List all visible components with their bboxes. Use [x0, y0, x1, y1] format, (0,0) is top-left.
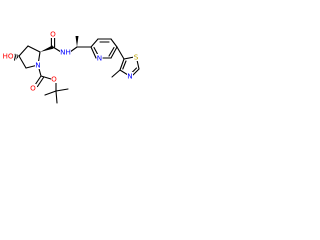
bond-carbonyl-nh — [52, 46, 62, 53]
bond-th-s-c2 — [136, 59, 140, 70]
atom-label-amide-oxygen: O — [50, 30, 56, 39]
bond-c3-c4 — [18, 55, 27, 69]
atom-label-hydroxyl: HO — [2, 52, 13, 61]
bond-th-n-c4 — [119, 69, 129, 76]
bond-py-c4-c5 — [110, 38, 118, 48]
bond-carbamate-ester-o — [40, 75, 52, 80]
bond-th-c4-c5 — [119, 58, 125, 71]
bond-cq-me3 — [55, 88, 69, 92]
stereo-wedge-c1-carbonyl — [40, 45, 54, 52]
bond-cq-me1 — [55, 90, 58, 104]
bond-nh-ch — [69, 46, 78, 53]
bond-py-c5-c6 — [110, 46, 118, 59]
molecule-diagram: HO O NH N N O O S N — [2, 30, 140, 104]
bond-th-methyl — [111, 69, 121, 78]
atom-label-thiazole-sulfur: S — [134, 53, 139, 62]
atom-label-amide-nitrogen: NH — [60, 48, 71, 57]
bond-cq-me2 — [44, 90, 57, 96]
bond-layer — [12, 36, 140, 104]
bond-th-c5-s — [123, 56, 135, 60]
bond-th-c2-n — [132, 68, 140, 76]
bond-py-n-c2-inner — [93, 46, 99, 56]
atom-label-layer: HO O NH N N O O S N — [2, 30, 139, 93]
bond-py-c5-c6-inner — [108, 46, 115, 57]
bond-py-c2-c3 — [90, 38, 99, 48]
stereo-hash-c4-oh — [12, 53, 20, 61]
bond-th-c4-c5-inner — [122, 60, 127, 70]
bond-py-thiazole — [116, 46, 125, 60]
atom-label-ester-oxygen: O — [51, 75, 57, 84]
bond-py-n-c2 — [90, 46, 97, 59]
bond-c5-c1 — [27, 45, 41, 53]
bond-carbamate-co-a — [34, 75, 42, 86]
bond-carbamate-co-b — [36, 76, 45, 88]
atom-label-pyrrolidine-nitrogen: N — [35, 61, 40, 70]
atom-label-thiazole-nitrogen: N — [127, 72, 132, 81]
atom-label-carbamate-oxygen: O — [30, 84, 36, 93]
atom-label-pyridine-nitrogen: N — [97, 54, 102, 63]
bond-c4-c5 — [18, 45, 29, 57]
stereo-wedge-ch-methyl — [75, 36, 79, 47]
bond-th-c2-n-inner — [131, 67, 138, 74]
